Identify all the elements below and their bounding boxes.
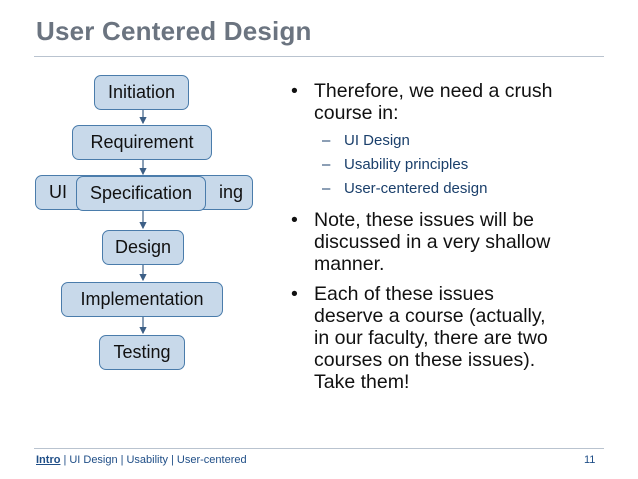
- bullet-item: • Note, these issues will be discussed i…: [289, 209, 609, 275]
- bullet-item: • Therefore, we need a crush course in:: [289, 80, 609, 124]
- stage-testing: Testing: [99, 335, 185, 370]
- title-divider: [34, 56, 604, 57]
- bullet-dot: •: [291, 209, 298, 231]
- stage-implementation: Implementation: [61, 282, 223, 317]
- sub-bullet-text: User-centered design: [344, 180, 488, 197]
- stage-ui-box-left-text: UI: [49, 182, 67, 202]
- bullet-dot: •: [291, 283, 298, 305]
- stage-testing-label: Testing: [113, 342, 171, 362]
- sub-bullet-text: UI Design: [344, 132, 410, 149]
- page-number: 11: [584, 454, 596, 466]
- bullet-line: Each of these issues: [314, 283, 494, 305]
- bullet-list: • Therefore, we need a crush course in: …: [289, 80, 609, 393]
- sub-bullet-text: Usability principles: [344, 156, 469, 173]
- stage-ui-box-right-text: ing: [218, 182, 243, 202]
- sub-bullet-dash: –: [322, 132, 331, 149]
- footer-separator: |: [63, 454, 67, 466]
- stage-implementation-label: Implementation: [80, 289, 204, 309]
- stage-design: Design: [102, 230, 184, 265]
- bullet-dot: •: [291, 80, 298, 102]
- stage-requirement: Requirement: [72, 125, 212, 160]
- stage-specification: Specification: [76, 176, 206, 211]
- sub-bullet-item: – UI Design: [289, 129, 609, 153]
- footer-link-intro[interactable]: Intro: [36, 454, 61, 466]
- slide-title: User Centered Design: [36, 16, 312, 46]
- stage-requirement-label: Requirement: [90, 132, 194, 152]
- bullet-line: Take them!: [314, 371, 410, 393]
- footer-separator: |: [120, 454, 124, 466]
- sub-bullet-dash: –: [322, 156, 331, 173]
- sub-bullet-dash: –: [322, 180, 331, 197]
- bullet-line: deserve a course (actually,: [314, 305, 546, 327]
- sub-bullet-item: – Usability principles: [289, 153, 609, 177]
- bullet-line: Note, these issues will be: [314, 209, 535, 231]
- footer-link-user-centered[interactable]: User-centered: [176, 454, 247, 466]
- footer-nav: Intro|UI Design|Usability|User-centered: [36, 454, 247, 466]
- stage-specification-label: Specification: [89, 183, 193, 203]
- footer-separator: |: [171, 454, 174, 466]
- bullet-line: discussed in a very shallow: [314, 231, 551, 253]
- bullet-item: • Each of these issues deserve a course …: [289, 283, 609, 393]
- stage-initiation-label: Initiation: [107, 82, 176, 102]
- sub-bullet-item: – User-centered design: [289, 177, 609, 201]
- stage-design-label: Design: [114, 237, 172, 257]
- footer-divider: [34, 448, 604, 449]
- footer-link-usability[interactable]: Usability: [126, 454, 169, 466]
- bullet-line: Therefore, we need a crush: [314, 80, 553, 102]
- footer-link-ui-design[interactable]: UI Design: [69, 454, 118, 466]
- bullet-line: course in:: [314, 102, 399, 124]
- bullet-line: manner.: [314, 253, 385, 275]
- bullet-line: courses on these issues).: [314, 349, 536, 371]
- process-diagram: Initiation Requirement UI ing Specificat…: [0, 0, 320, 420]
- stage-initiation: Initiation: [94, 75, 189, 110]
- bullet-line: in our faculty, there are two: [314, 327, 548, 349]
- diagram-arrows: [139, 110, 147, 335]
